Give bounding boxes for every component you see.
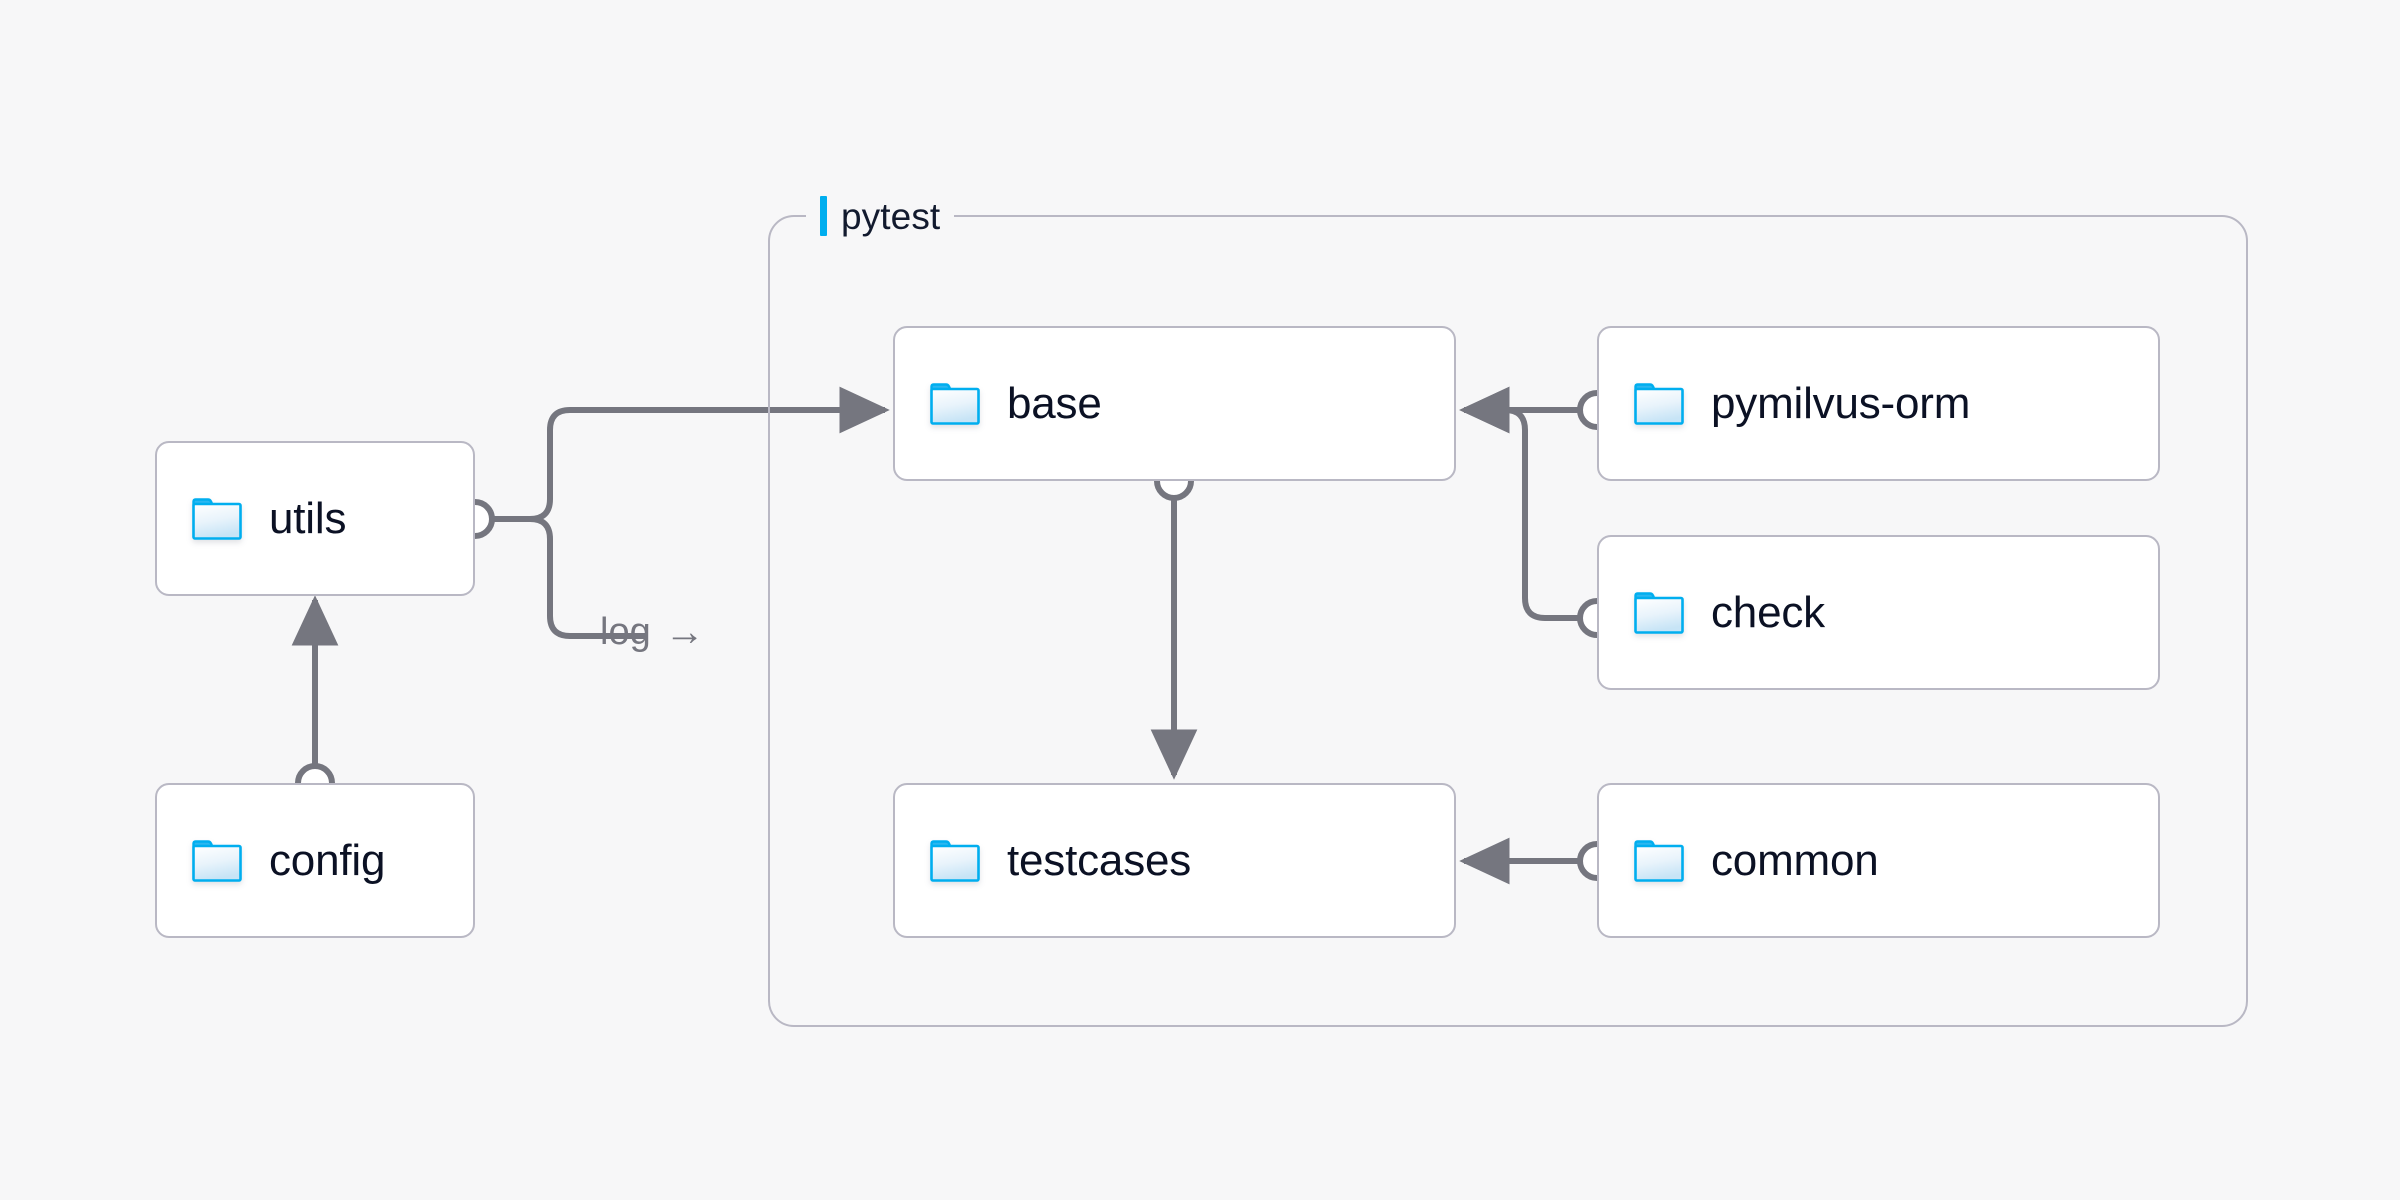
folder-icon <box>191 497 243 541</box>
node-pymilvus-orm[interactable]: pymilvus-orm <box>1597 326 2160 481</box>
node-label: config <box>269 835 386 885</box>
node-label: utils <box>269 493 347 543</box>
node-label: base <box>1007 378 1102 428</box>
folder-icon <box>1633 591 1685 635</box>
edge-label-log: log → <box>600 612 705 652</box>
edge-config-utils <box>291 595 339 803</box>
folder-icon <box>1633 382 1685 426</box>
node-label: testcases <box>1007 835 1192 885</box>
edge-label-log-text: log <box>600 611 651 653</box>
node-testcases[interactable]: testcases <box>893 783 1456 938</box>
node-label: check <box>1711 587 1825 637</box>
folder-icon <box>191 839 243 883</box>
node-base[interactable]: base <box>893 326 1456 481</box>
node-utils[interactable]: utils <box>155 441 475 596</box>
folder-icon <box>929 382 981 426</box>
folder-icon <box>1633 839 1685 883</box>
node-common[interactable]: common <box>1597 783 2160 938</box>
node-check[interactable]: check <box>1597 535 2160 690</box>
group-pytest-label-wrap: pytest <box>806 193 955 239</box>
arrow-right-icon: → <box>664 610 705 654</box>
node-label: pymilvus-orm <box>1711 378 1971 428</box>
group-pytest-label: pytest <box>841 195 941 237</box>
folder-icon <box>929 839 981 883</box>
node-config[interactable]: config <box>155 783 475 938</box>
group-pytest[interactable] <box>768 215 2248 1027</box>
group-accent-bar <box>820 196 827 236</box>
node-label: common <box>1711 835 1879 885</box>
